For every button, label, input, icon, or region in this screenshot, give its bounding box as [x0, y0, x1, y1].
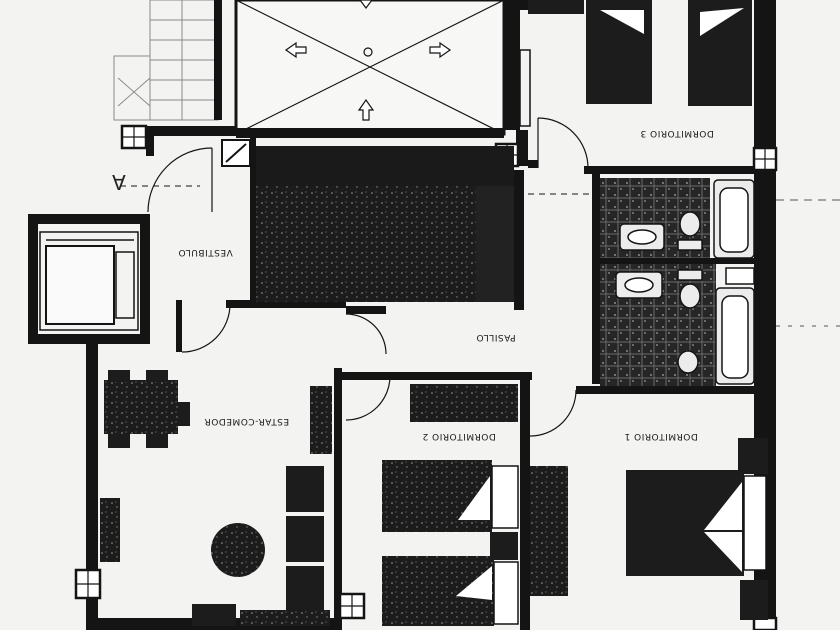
- section-mark-a: A: [112, 170, 126, 194]
- kitchen-counter: [256, 146, 514, 186]
- bathroom-fixtures: [615, 179, 755, 385]
- label-dormitorio-1: DORMITORIO 1: [624, 431, 698, 441]
- stair-lines: [113, 0, 219, 121]
- door-swings: [147, 117, 589, 437]
- window-marks: [776, 199, 840, 327]
- dorm2-furniture: [382, 384, 568, 626]
- label-vestibulo: VESTIBULO: [178, 247, 233, 257]
- label-pasillo: PASILLO: [476, 332, 516, 342]
- kitchen-column: [476, 186, 514, 302]
- elevator: [39, 231, 139, 331]
- label-estar-comedor: ESTAR-COMEDOR: [204, 416, 290, 426]
- dorm3-furniture: [519, 0, 752, 127]
- dorm1-furniture: [626, 438, 768, 620]
- label-dormitorio-3: DORMITORIO 3: [640, 128, 714, 138]
- living-furniture: [100, 370, 332, 626]
- light-well: [234, 0, 506, 136]
- label-dormitorio-2: DORMITORIO 2: [422, 431, 496, 441]
- stair-wall: [214, 0, 222, 120]
